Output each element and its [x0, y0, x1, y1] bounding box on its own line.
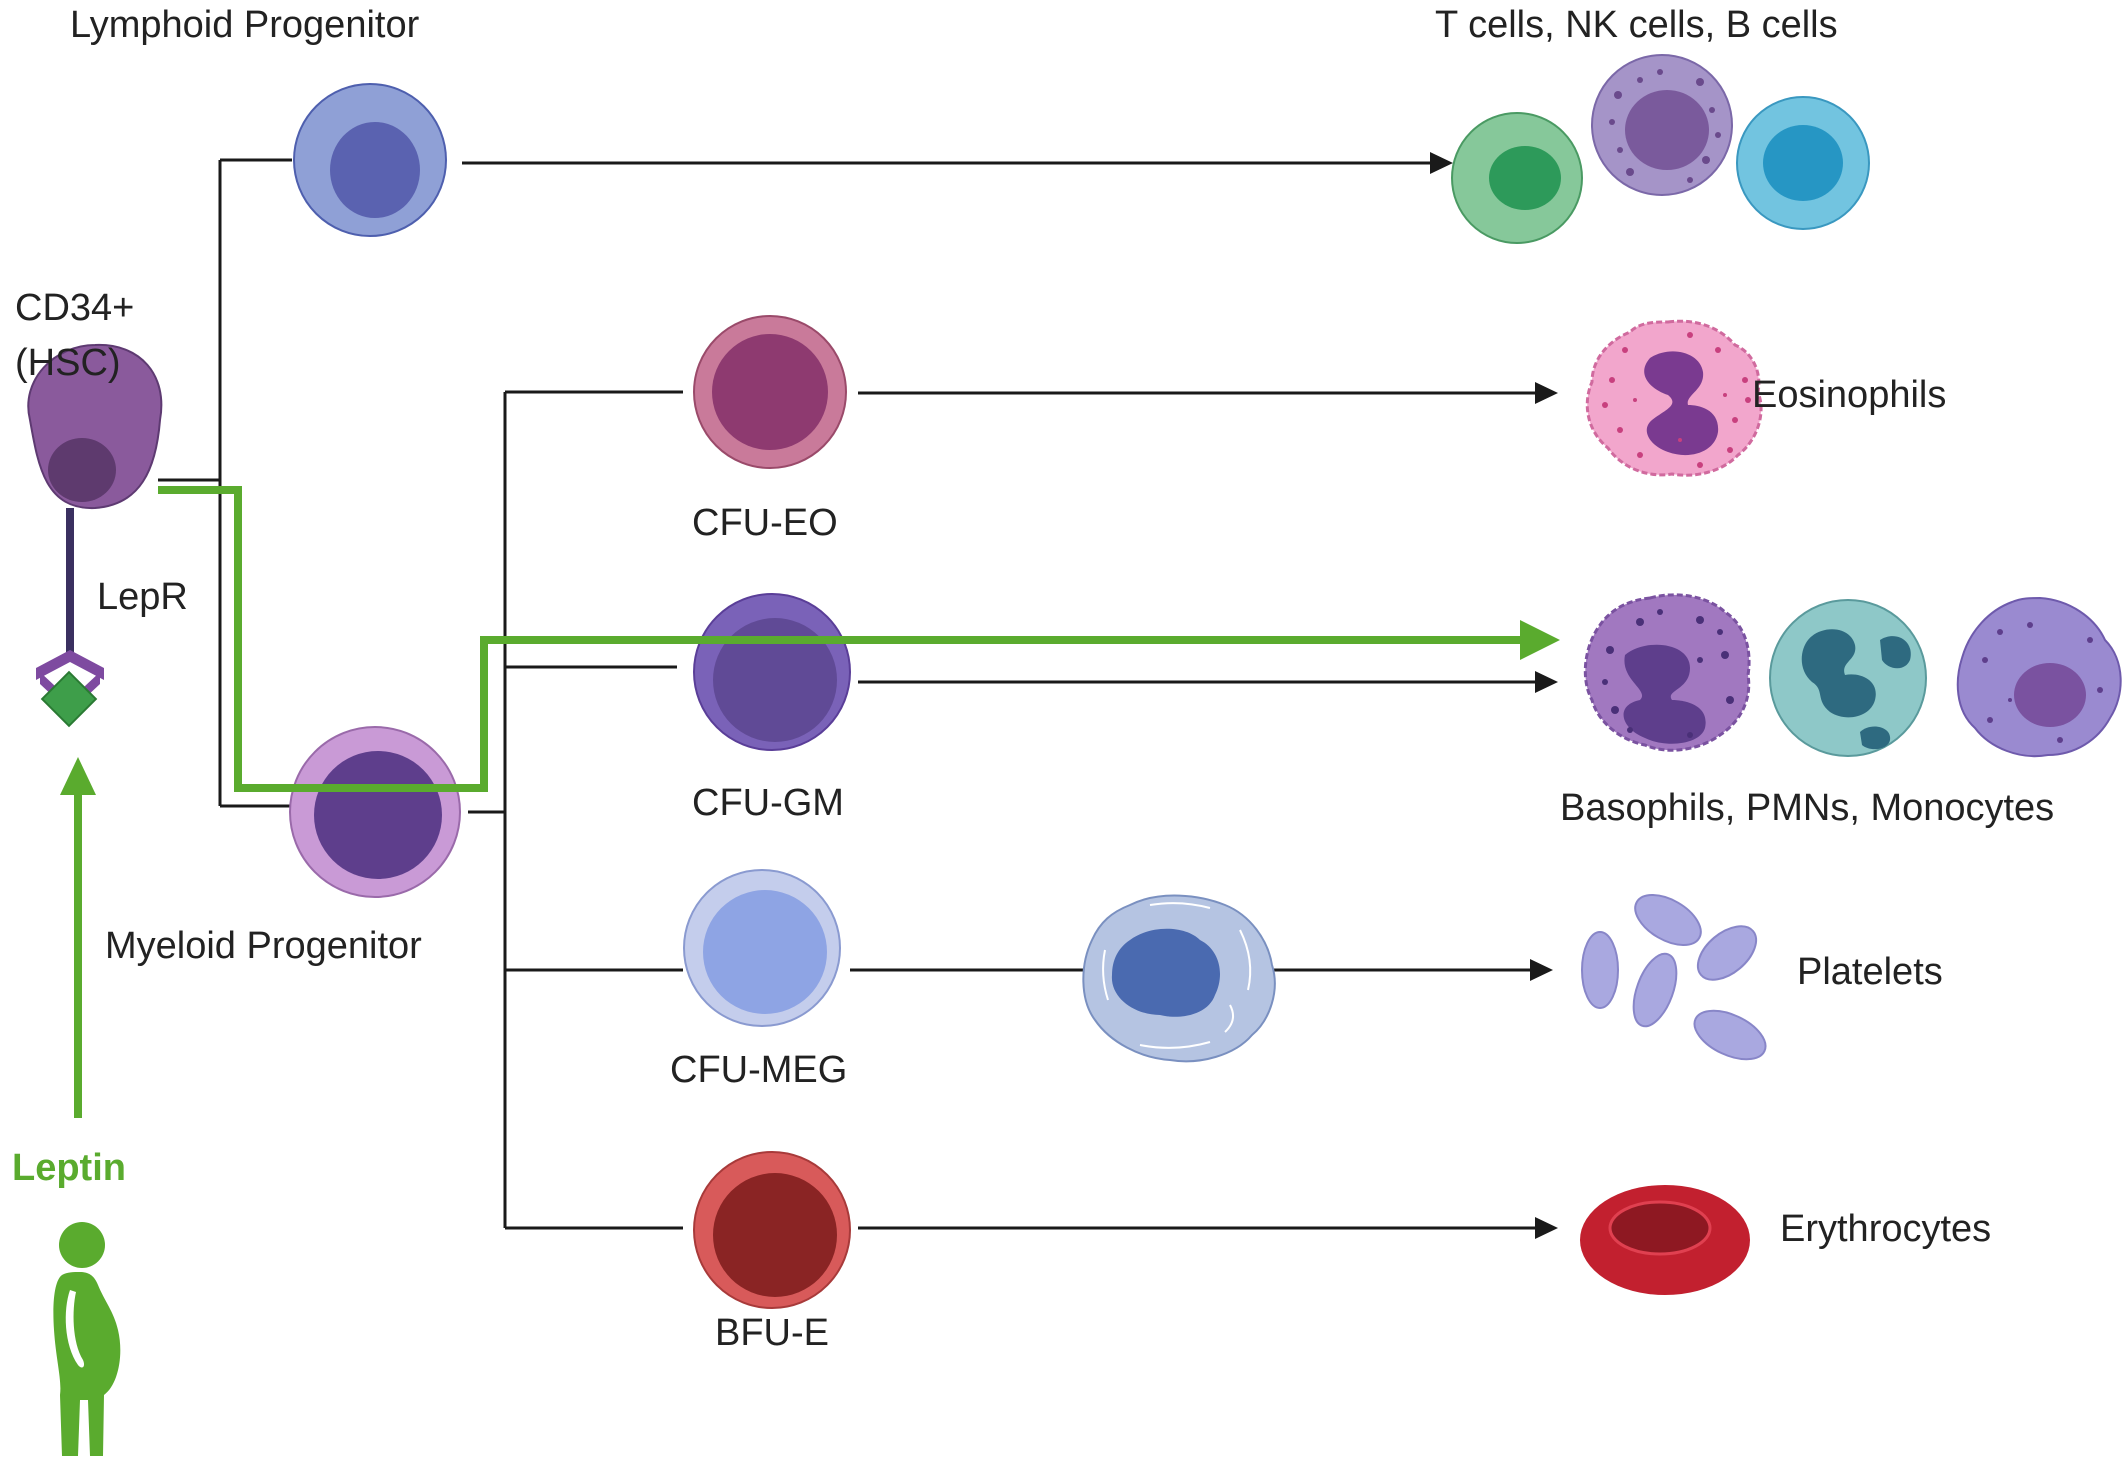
leptin-ligand-icon	[40, 670, 98, 728]
myeloid-label: Myeloid Progenitor	[105, 925, 422, 967]
erythrocytes-label: Erythrocytes	[1780, 1208, 1991, 1250]
eosinophils-label: Eosinophils	[1752, 374, 1946, 416]
bfu-e-icon	[693, 1151, 851, 1309]
cfu-meg-icon	[683, 869, 841, 1027]
bfu-e-label: BFU-E	[715, 1312, 829, 1354]
lepr-label: LepR	[97, 576, 188, 618]
hsc-label-line2: (HSC)	[15, 342, 121, 384]
hsc-cell-icon	[27, 343, 163, 510]
gm-arrowhead	[1535, 671, 1558, 693]
cfu-eo-label: CFU-EO	[692, 502, 838, 544]
cfu-gm-label: CFU-GM	[692, 782, 844, 824]
leptin-pathway	[158, 486, 1560, 792]
platelet-icon	[1581, 894, 1767, 1061]
leptin-pathway-line	[158, 486, 1525, 792]
leptin-pathway-arrowhead	[1520, 620, 1560, 660]
platelets-label: Platelets	[1797, 951, 1943, 993]
meg-arrowhead	[1530, 959, 1553, 981]
cfu-gm-icon	[693, 593, 851, 751]
eosinophil-icon	[1585, 319, 1763, 477]
connector-lines	[158, 152, 1558, 1239]
lymphoid-arrowhead	[1430, 152, 1453, 174]
nk-cell-icon	[1591, 54, 1733, 196]
e-arrowhead	[1535, 1217, 1558, 1239]
megakaryocyte-icon	[1082, 894, 1276, 1063]
erythrocyte-icon	[1580, 1185, 1750, 1295]
t-cell-icon	[1451, 112, 1583, 244]
cfu-eo-icon	[693, 315, 847, 469]
leptin-arrowhead	[60, 757, 96, 795]
person-icon	[53, 1222, 121, 1456]
hsc-label-line1: CD34+	[15, 287, 134, 329]
b-cell-icon	[1736, 96, 1870, 230]
basophil-icon	[1583, 593, 1751, 752]
pmn-icon	[1769, 599, 1927, 757]
eo-arrowhead	[1535, 382, 1558, 404]
lymphoid-label: Lymphoid Progenitor	[70, 4, 420, 46]
lymphoid-products-label: T cells, NK cells, B cells	[1435, 4, 1838, 46]
monocyte-icon	[1956, 596, 2122, 758]
myeloid-progenitor-icon	[289, 726, 461, 898]
leptin-label: Leptin	[12, 1147, 126, 1189]
gm-products-label: Basophils, PMNs, Monocytes	[1560, 787, 2054, 829]
lymphoid-progenitor-icon	[293, 83, 447, 237]
cfu-meg-label: CFU-MEG	[670, 1049, 847, 1091]
